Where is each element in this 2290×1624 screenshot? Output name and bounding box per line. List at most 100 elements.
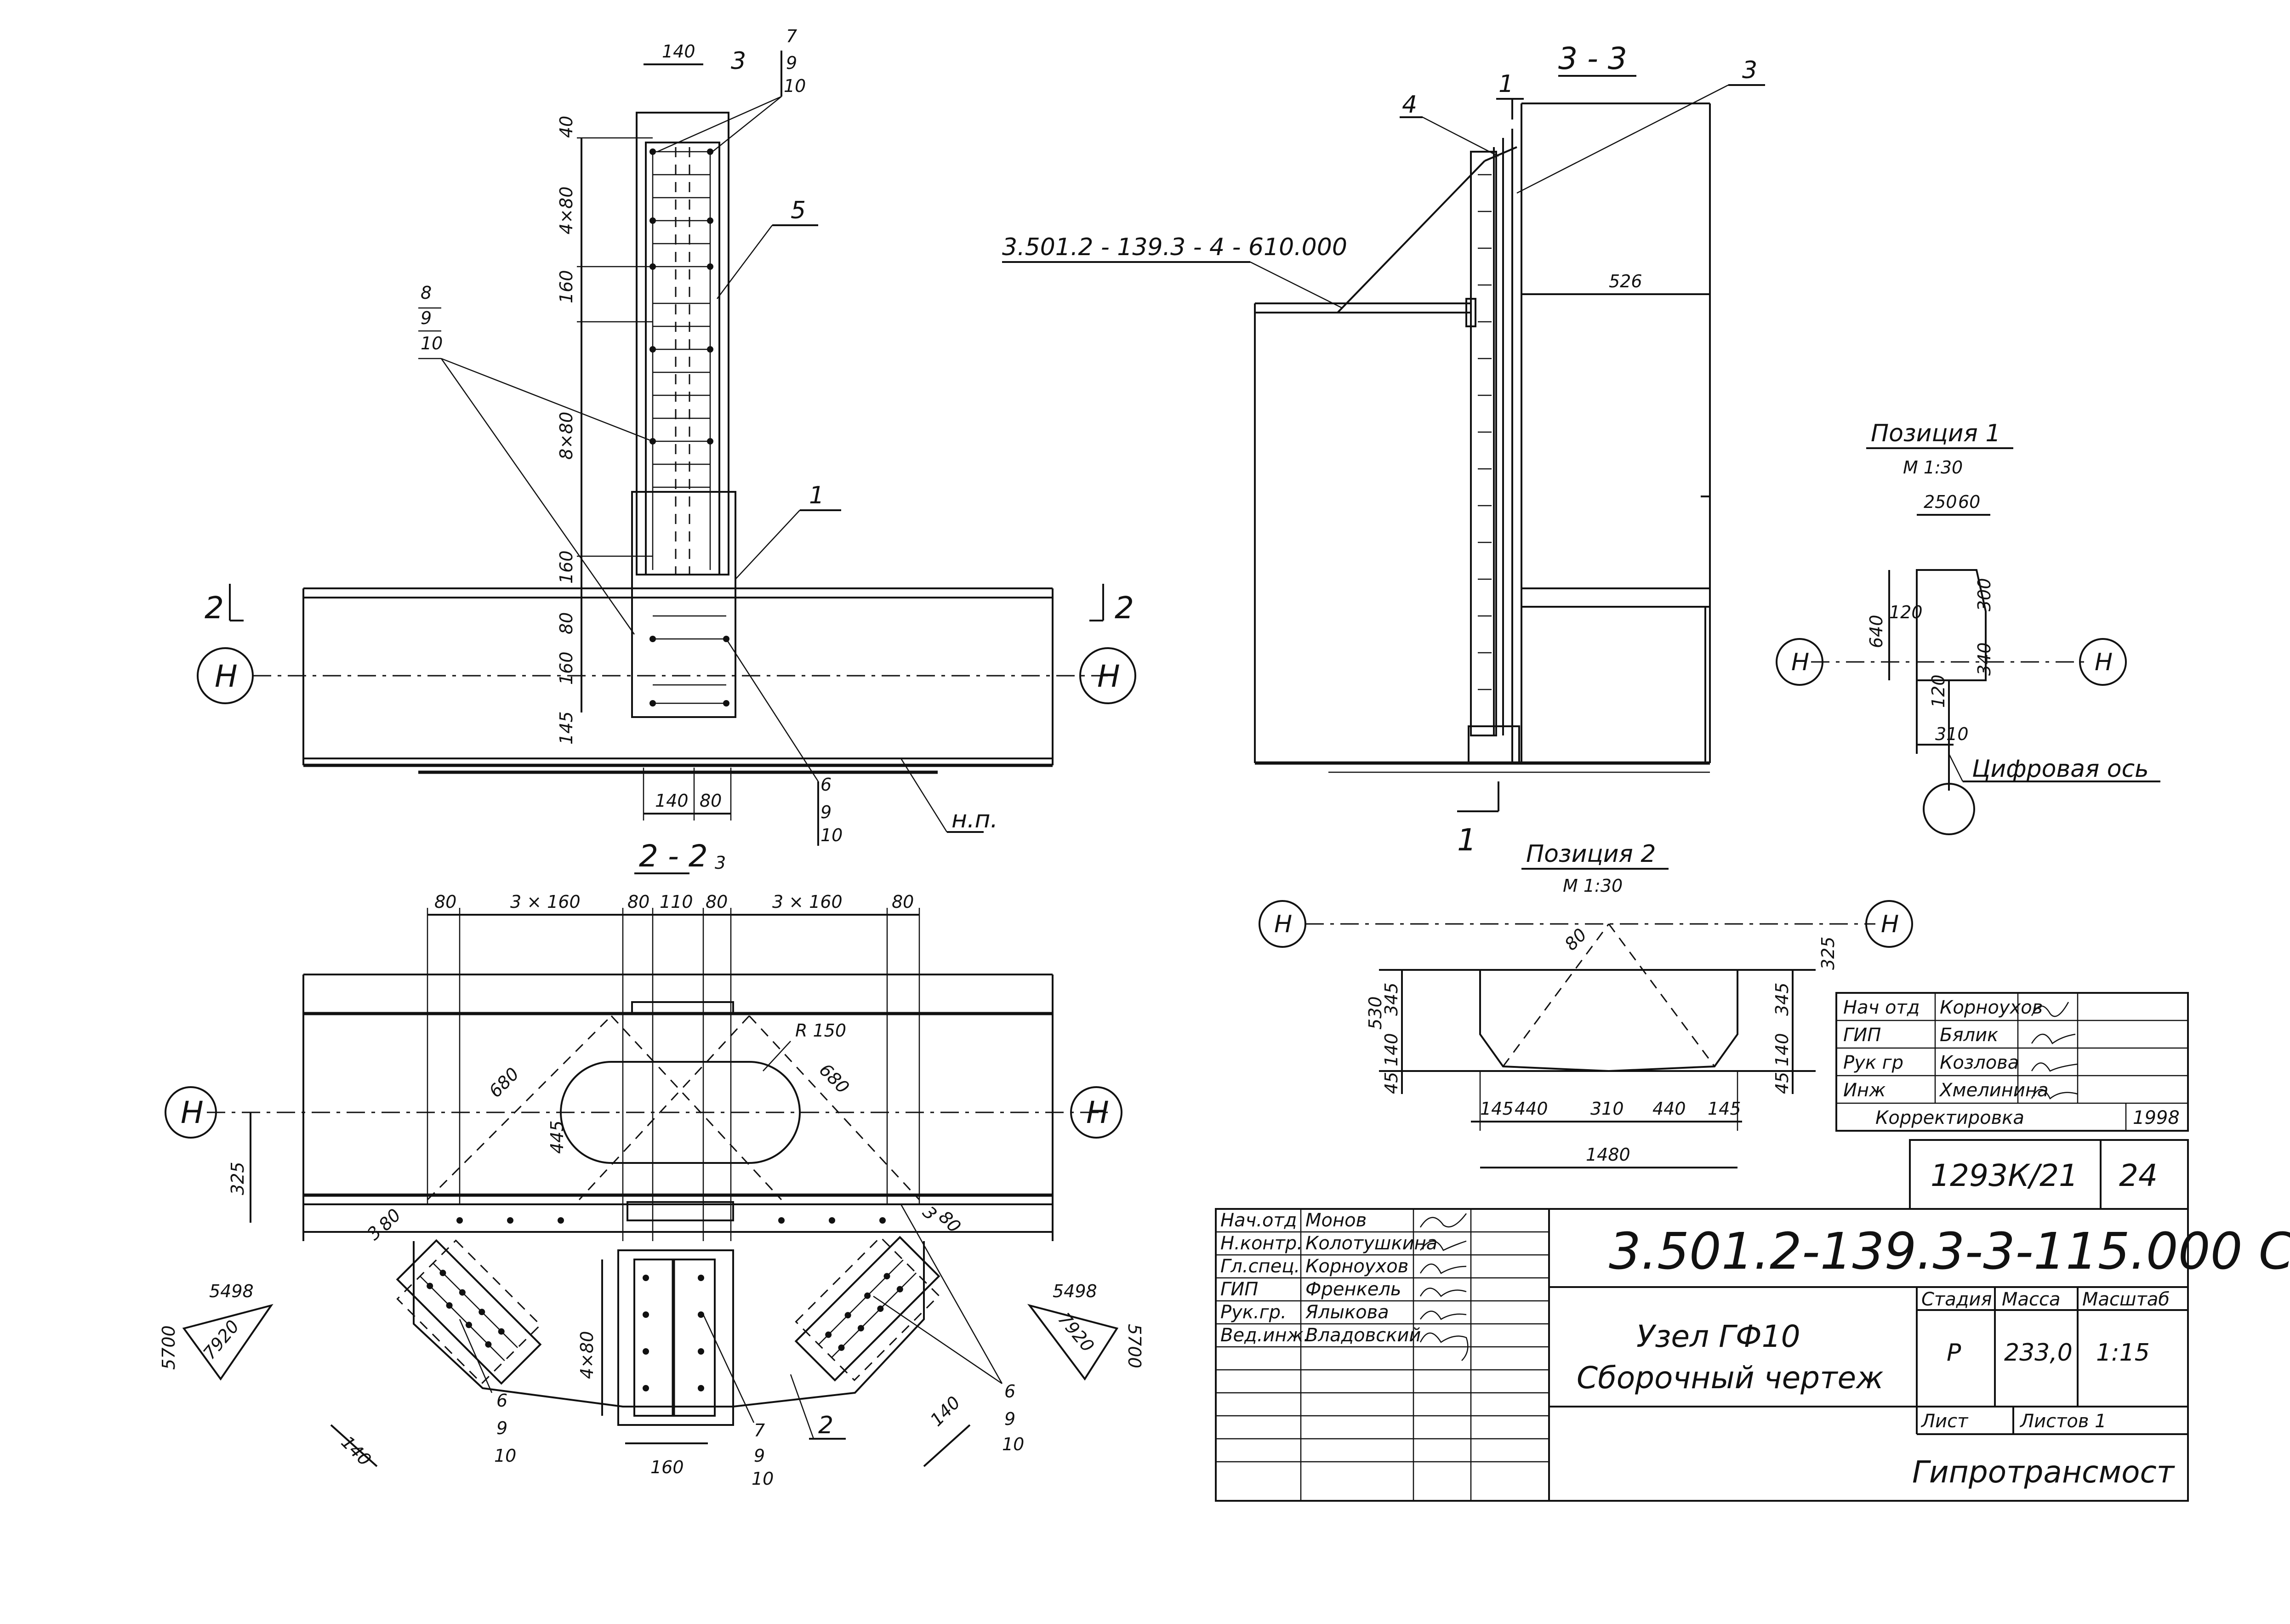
callout: 6 [820,775,832,795]
callout: 6 [1004,1381,1015,1402]
digital-axis-label: Цифровая ось [1972,755,2149,783]
axis-label: Н [215,659,238,694]
signer-name: Владовский [1305,1325,1421,1346]
tri-label: 5498 [1053,1281,1097,1301]
signature [1419,1332,1469,1361]
section-mark: 1 [1457,822,1476,858]
signer-role: ГИП [1220,1279,1258,1300]
signer-role: Рук.гр. [1220,1302,1287,1323]
signer-name: Колотушкина [1305,1233,1437,1254]
dim-bottom: 140 [655,791,689,811]
axis-marker-right [1079,647,1136,704]
section-mark: 3 [715,853,726,873]
signature [1419,1311,1467,1320]
dim-left: 145 [556,711,576,745]
callout: 10 [1002,1434,1024,1454]
label-np: н.п. [951,806,998,833]
pos2-dim: 345 [1381,982,1401,1016]
axis-label: Н [1097,659,1120,694]
approval-name: Козлова [1940,1052,2019,1073]
approval-name: Бялик [1940,1025,1998,1046]
callout: 7 [786,26,797,46]
digital-axis-marker [1923,783,1975,835]
callout: 8 [421,283,432,303]
callout: 9 [496,1418,507,1438]
pos1-dim: 120 [1889,602,1923,622]
pos1-dim: 120 [1928,674,1948,708]
pos2-dim: 310 [1590,1099,1624,1119]
sheets-label: Листов 1 [2019,1411,2107,1432]
callout: 10 [820,825,843,845]
callout: 9 [786,53,797,73]
reference-code: 3.501.2 - 139.3 - 4 - 610.000 [1002,234,1347,261]
signer-role: Вед.инж. [1220,1325,1309,1346]
dim-top: 80 [892,892,914,912]
view-title: 3 - 3 [1558,41,1627,76]
pos2-dim: 530 [1365,996,1385,1030]
sheet-label: Лист [1920,1411,1969,1432]
dim-325: 325 [228,1162,248,1195]
bolt-grid [649,148,729,707]
pos2-dim: 140 [1381,1033,1401,1066]
pos2-dim: 45 [1772,1072,1792,1094]
radius-label: R 150 [795,1020,846,1041]
approval-role: Рук гр [1843,1052,1903,1073]
approval-name: Корноухов [1940,997,2043,1018]
axis-marker-left [1259,900,1306,948]
dim-left: 8×80 [556,412,576,460]
callout: 10 [784,76,806,96]
dim-526: 526 [1609,271,1642,291]
pos1-dim: 250 [1924,492,1957,512]
approval-block: Нач отд Корноухов ГИП Бялик Рук гр Козло… [1835,992,2189,1132]
axis-label: Н [1274,911,1292,938]
dim-top: 80 [627,892,649,912]
pos2-dim: 440 [1652,1099,1686,1119]
dim-left: 160 [556,550,576,584]
pos1-dim: 640 [1866,615,1886,648]
main-view: Н Н [197,26,1136,846]
leader-label: 2 [818,1412,833,1439]
dim-top: 140 [662,41,695,62]
approval-name: Хмелинина [1939,1080,2049,1101]
section-mark: 2 [205,590,224,626]
tri-label: 5700 [159,1325,179,1370]
drawing-designation: 3.501.2-139.3-3-115.000 СБ [1609,1222,2290,1281]
signer-name: Ялыкова [1305,1302,1389,1323]
signature [1419,1263,1467,1274]
dim-top: 80 [434,892,456,912]
dim-left: 160 [556,270,576,303]
signature [2031,1088,2078,1100]
axis-marker-right [2079,638,2127,686]
flange-bolts [456,1217,886,1224]
diag-dim: 680 [815,1060,853,1097]
tri-label: 5700 [1124,1324,1145,1368]
signer-name: Френкель [1305,1279,1401,1300]
archive-number-block: 1293К/21 24 [1909,1139,2189,1210]
section-3-3-view: 3 - 3 1 1 [1002,41,1765,858]
section-2-2-view: 2 - 2 3 80 3 × 160 80 110 80 3 × 160 80 … [159,838,1145,1489]
title-block: Нач.отд Монов Н.контр. Колотушкина Гл.сп… [1215,1208,2290,1502]
plate-bolts [1478,174,1492,690]
dim-left: 4×80 [556,187,576,234]
pos2-dim: 140 [1772,1033,1792,1066]
axis-label: Н [2095,649,2113,676]
view-title: Позиция 2 [1526,840,1656,868]
callout: 9 [421,308,432,328]
pos1-dim: 310 [1935,724,1969,744]
pos2-dim: 1480 [1586,1145,1630,1165]
dim-top: 3 × 160 [510,892,581,912]
callout: 10 [421,333,443,353]
axis-marker-left [197,647,254,704]
dim-left: 40 [556,116,576,138]
section-mark: 3 [731,47,746,75]
pos1-dim: 340 [1974,642,1994,676]
pos2-dim: 145 [1480,1099,1514,1119]
drawing-name: Узел ГФ10 [1636,1319,1800,1354]
diag-dim: 445 [547,1120,567,1154]
view-title: 2 - 2 [639,838,708,874]
signer-name: Корноухов [1305,1256,1408,1277]
dim-left: 80 [556,612,576,634]
pos2-dim: 80 [1561,924,1590,954]
section-mark: 2 [1115,590,1134,626]
approval-role: ГИП [1843,1025,1881,1046]
